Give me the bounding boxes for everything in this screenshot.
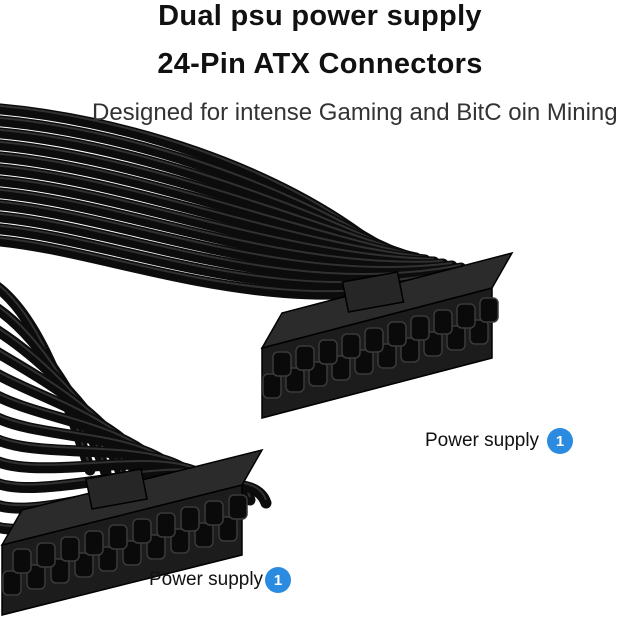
pin-socket	[132, 518, 152, 544]
pin-socket	[479, 297, 499, 323]
cable-highlight	[0, 152, 417, 256]
pin-socket	[36, 542, 56, 568]
connector-latch	[341, 271, 405, 313]
cable-highlight	[0, 176, 435, 260]
cable-wire	[0, 163, 431, 266]
title-line-2: 24-Pin ATX Connectors	[157, 48, 483, 80]
pin-socket	[12, 548, 32, 574]
pin-socket	[98, 546, 118, 572]
cable-highlight	[0, 200, 453, 269]
pin-socket	[387, 321, 407, 347]
connector-latch	[85, 468, 148, 510]
pin-socket	[108, 524, 128, 550]
cable-highlight	[0, 128, 399, 252]
cable-wire	[0, 175, 440, 268]
pin-socket	[456, 303, 476, 329]
pin-socket	[262, 373, 282, 399]
pin-socket	[74, 552, 94, 578]
pin-socket	[170, 528, 190, 554]
pin-socket	[318, 339, 338, 365]
pin-socket	[272, 351, 292, 377]
cable-highlight	[0, 164, 426, 258]
pin-socket	[204, 500, 224, 526]
cable-highlight	[0, 140, 408, 254]
cable-wire	[0, 199, 458, 276]
pin-socket	[50, 558, 70, 584]
number-badge: 1	[547, 428, 574, 454]
pin-socket	[341, 333, 361, 359]
callout-power-supply-upper: Power supply 1	[425, 428, 574, 454]
upper-24pin-connector	[260, 251, 514, 419]
pin-socket	[410, 315, 430, 341]
callout-text: Power supply	[149, 569, 264, 590]
pin-socket	[156, 512, 176, 538]
pin-socket	[84, 530, 104, 556]
pin-socket	[26, 564, 46, 590]
number-badge: 1	[265, 567, 292, 593]
pin-socket	[364, 327, 384, 353]
pin-socket	[295, 345, 315, 371]
callout-power-supply-lower: Power supply 1	[149, 567, 292, 593]
pin-socket	[60, 536, 80, 562]
lower-24pin-connector	[0, 448, 264, 616]
pin-socket	[122, 540, 142, 566]
callout-text: Power supply	[425, 430, 540, 451]
cable-highlight	[0, 116, 390, 250]
cable-highlight	[0, 188, 444, 263]
title-line-1: Dual psu power supply	[158, 0, 482, 32]
pin-socket	[433, 309, 453, 335]
pin-socket	[218, 516, 238, 542]
pin-socket	[180, 506, 200, 532]
pin-socket	[194, 522, 214, 548]
pin-socket	[2, 570, 22, 596]
upper-cable-bundle	[0, 103, 485, 300]
subtitle: Designed for intense Gaming and BitC oin…	[92, 99, 618, 126]
cable-wire	[0, 187, 449, 271]
pin-socket	[146, 534, 166, 560]
pin-socket	[228, 494, 248, 520]
cable-highlight	[0, 104, 381, 248]
